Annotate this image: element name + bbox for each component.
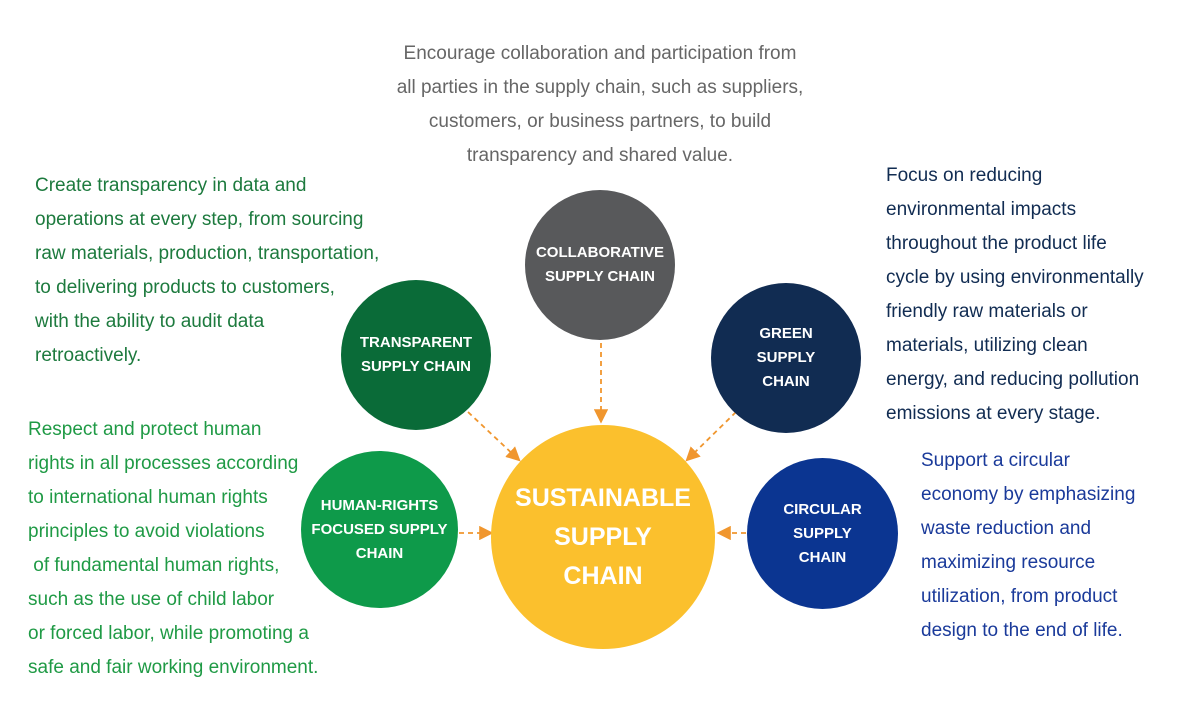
text-line: throughout the product life xyxy=(886,233,1107,254)
sustainable-supply-chain-node: SUSTAINABLE SUPPLY CHAIN xyxy=(491,425,715,649)
text-line: rights in all processes according xyxy=(28,453,299,474)
node-label: SUPPLY CHAIN xyxy=(360,358,472,375)
node-label: CHAIN xyxy=(762,373,810,390)
transparent-description: Create transparency in data and operatio… xyxy=(35,169,379,373)
text-line: raw materials, production, transportatio… xyxy=(35,243,380,264)
human-rights-supply-chain-node: HUMAN-RIGHTS FOCUSED SUPPLY CHAIN xyxy=(301,451,458,608)
node-label: GREEN xyxy=(759,325,813,342)
text-line: to delivering products to customers, xyxy=(35,277,335,298)
arrow-green xyxy=(685,411,737,462)
text-line: Encourage collaboration and participatio… xyxy=(403,43,797,64)
text-line: such as the use of child labor xyxy=(28,589,275,610)
text-line: friendly raw materials or xyxy=(886,301,1088,322)
node-label: COLLABORATIVE xyxy=(535,244,665,261)
node-label: SUPPLY xyxy=(793,524,852,542)
node-label: SUPPLY xyxy=(756,349,816,366)
collaborative-supply-chain-node: COLLABORATIVE SUPPLY CHAIN xyxy=(525,190,675,340)
text-line: all parties in the supply chain, such as… xyxy=(396,77,804,98)
text-line: waste reduction and xyxy=(921,518,1092,539)
node-label: TRANSPARENT xyxy=(359,334,473,351)
green-supply-chain-node: GREEN SUPPLY CHAIN xyxy=(711,283,861,433)
text-line: of fundamental human rights, xyxy=(28,555,280,576)
text-line: materials, utilizing clean xyxy=(886,335,1088,356)
text-line: Support a circular xyxy=(921,450,1070,471)
text-line: customers, or business partners, to buil… xyxy=(428,111,772,132)
text-line: emissions at every stage. xyxy=(886,403,1101,424)
text-line: design to the end of life. xyxy=(921,620,1123,641)
text-line: retroactively. xyxy=(35,345,142,366)
text-line: operations at every step, from sourcing xyxy=(35,209,364,230)
text-line: with the ability to audit data xyxy=(35,311,265,332)
collaborative-description: Encourage collaboration and participatio… xyxy=(300,37,900,173)
node-label: SUPPLY xyxy=(554,522,652,551)
node-label: CIRCULAR xyxy=(783,500,862,518)
node-label: CHAIN xyxy=(563,561,643,590)
text-line: environmental impacts xyxy=(886,199,1077,220)
node-label: CHAIN xyxy=(798,548,847,566)
text-line: maximizing resource xyxy=(921,552,1096,573)
text-line: principles to avoid violations xyxy=(28,521,265,542)
text-line: to international human rights xyxy=(28,487,268,508)
text-line: transparency and shared value. xyxy=(466,145,734,166)
text-line: economy by emphasizing xyxy=(921,484,1136,505)
text-line: utilization, from product xyxy=(921,586,1118,607)
human-rights-description: Respect and protect human rights in all … xyxy=(28,413,318,685)
node-label: HUMAN-RIGHTS xyxy=(320,496,439,514)
text-line: safe and fair working environment. xyxy=(28,657,319,678)
transparent-supply-chain-node: TRANSPARENT SUPPLY CHAIN xyxy=(341,280,491,430)
node-label: SUPPLY CHAIN xyxy=(544,268,656,285)
node-label: CHAIN xyxy=(355,544,404,562)
node-label: SUSTAINABLE xyxy=(515,483,691,512)
text-line: Create transparency in data and xyxy=(35,175,307,196)
circular-supply-chain-node: CIRCULAR SUPPLY CHAIN xyxy=(747,458,898,609)
text-line: energy, and reducing pollution xyxy=(886,369,1140,390)
text-line: or forced labor, while promoting a xyxy=(28,623,309,644)
node-label: FOCUSED SUPPLY xyxy=(311,520,448,538)
text-line: Focus on reducing xyxy=(886,165,1043,186)
text-line: cycle by using environmentally xyxy=(886,267,1144,288)
arrow-transparent xyxy=(467,411,521,462)
green-description: Focus on reducing environmental impacts … xyxy=(886,159,1144,431)
text-line: Respect and protect human xyxy=(28,419,262,440)
circular-description: Support a circular economy by emphasizin… xyxy=(921,444,1135,648)
